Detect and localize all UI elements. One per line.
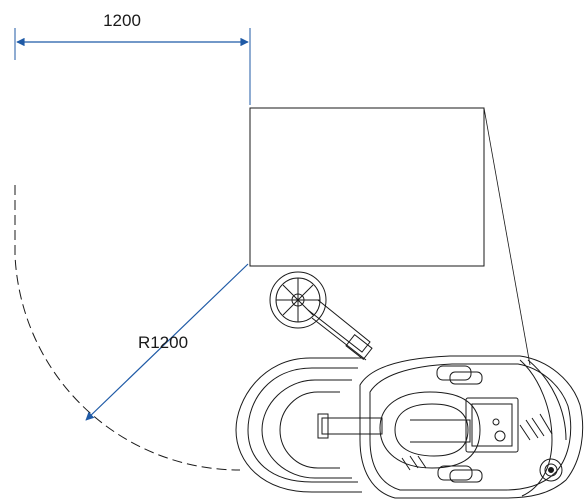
caster-wheel-icon [269, 271, 373, 361]
radius-dimension-line [85, 263, 249, 421]
rectangular-load-icon [249, 107, 531, 366]
width-dimension: 1200 [14, 11, 251, 105]
radius-dimension: R1200 [85, 263, 249, 421]
floor-scrubber-top-view-icon [235, 355, 584, 499]
radius-dimension-label: R1200 [138, 333, 188, 352]
turning-radius-arc [14, 185, 241, 471]
width-dimension-label: 1200 [103, 11, 141, 30]
